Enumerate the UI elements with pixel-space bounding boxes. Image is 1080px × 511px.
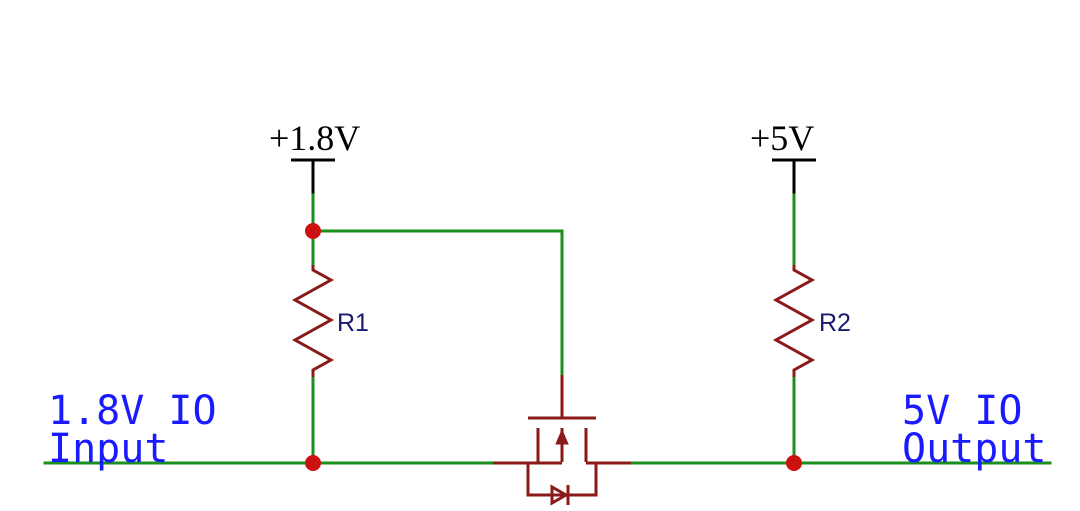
resistor-r2 xyxy=(772,265,816,377)
supply-1v8-label: +1.8V xyxy=(269,118,360,158)
r2-reference-label: R2 xyxy=(819,309,851,337)
junction-output xyxy=(786,455,802,471)
junction-input xyxy=(305,455,321,471)
junctions xyxy=(305,223,802,471)
r1-reference-label: R1 xyxy=(337,309,369,337)
junction-1v8-gate xyxy=(305,223,321,239)
input-net-label-line2: Input xyxy=(48,426,168,472)
input-net-label-line1: 1.8V IO xyxy=(48,388,217,434)
output-net-label-line2: Output xyxy=(902,426,1047,472)
output-net-label-line1: 5V IO xyxy=(902,388,1022,434)
wire-gate xyxy=(311,229,564,377)
resistor-r1 xyxy=(291,265,335,377)
supply-1v8-symbol xyxy=(291,158,335,195)
supply-5v-label: +5V xyxy=(750,118,814,158)
supply-5v-symbol xyxy=(772,158,816,195)
mosfet-q1 xyxy=(493,375,631,506)
